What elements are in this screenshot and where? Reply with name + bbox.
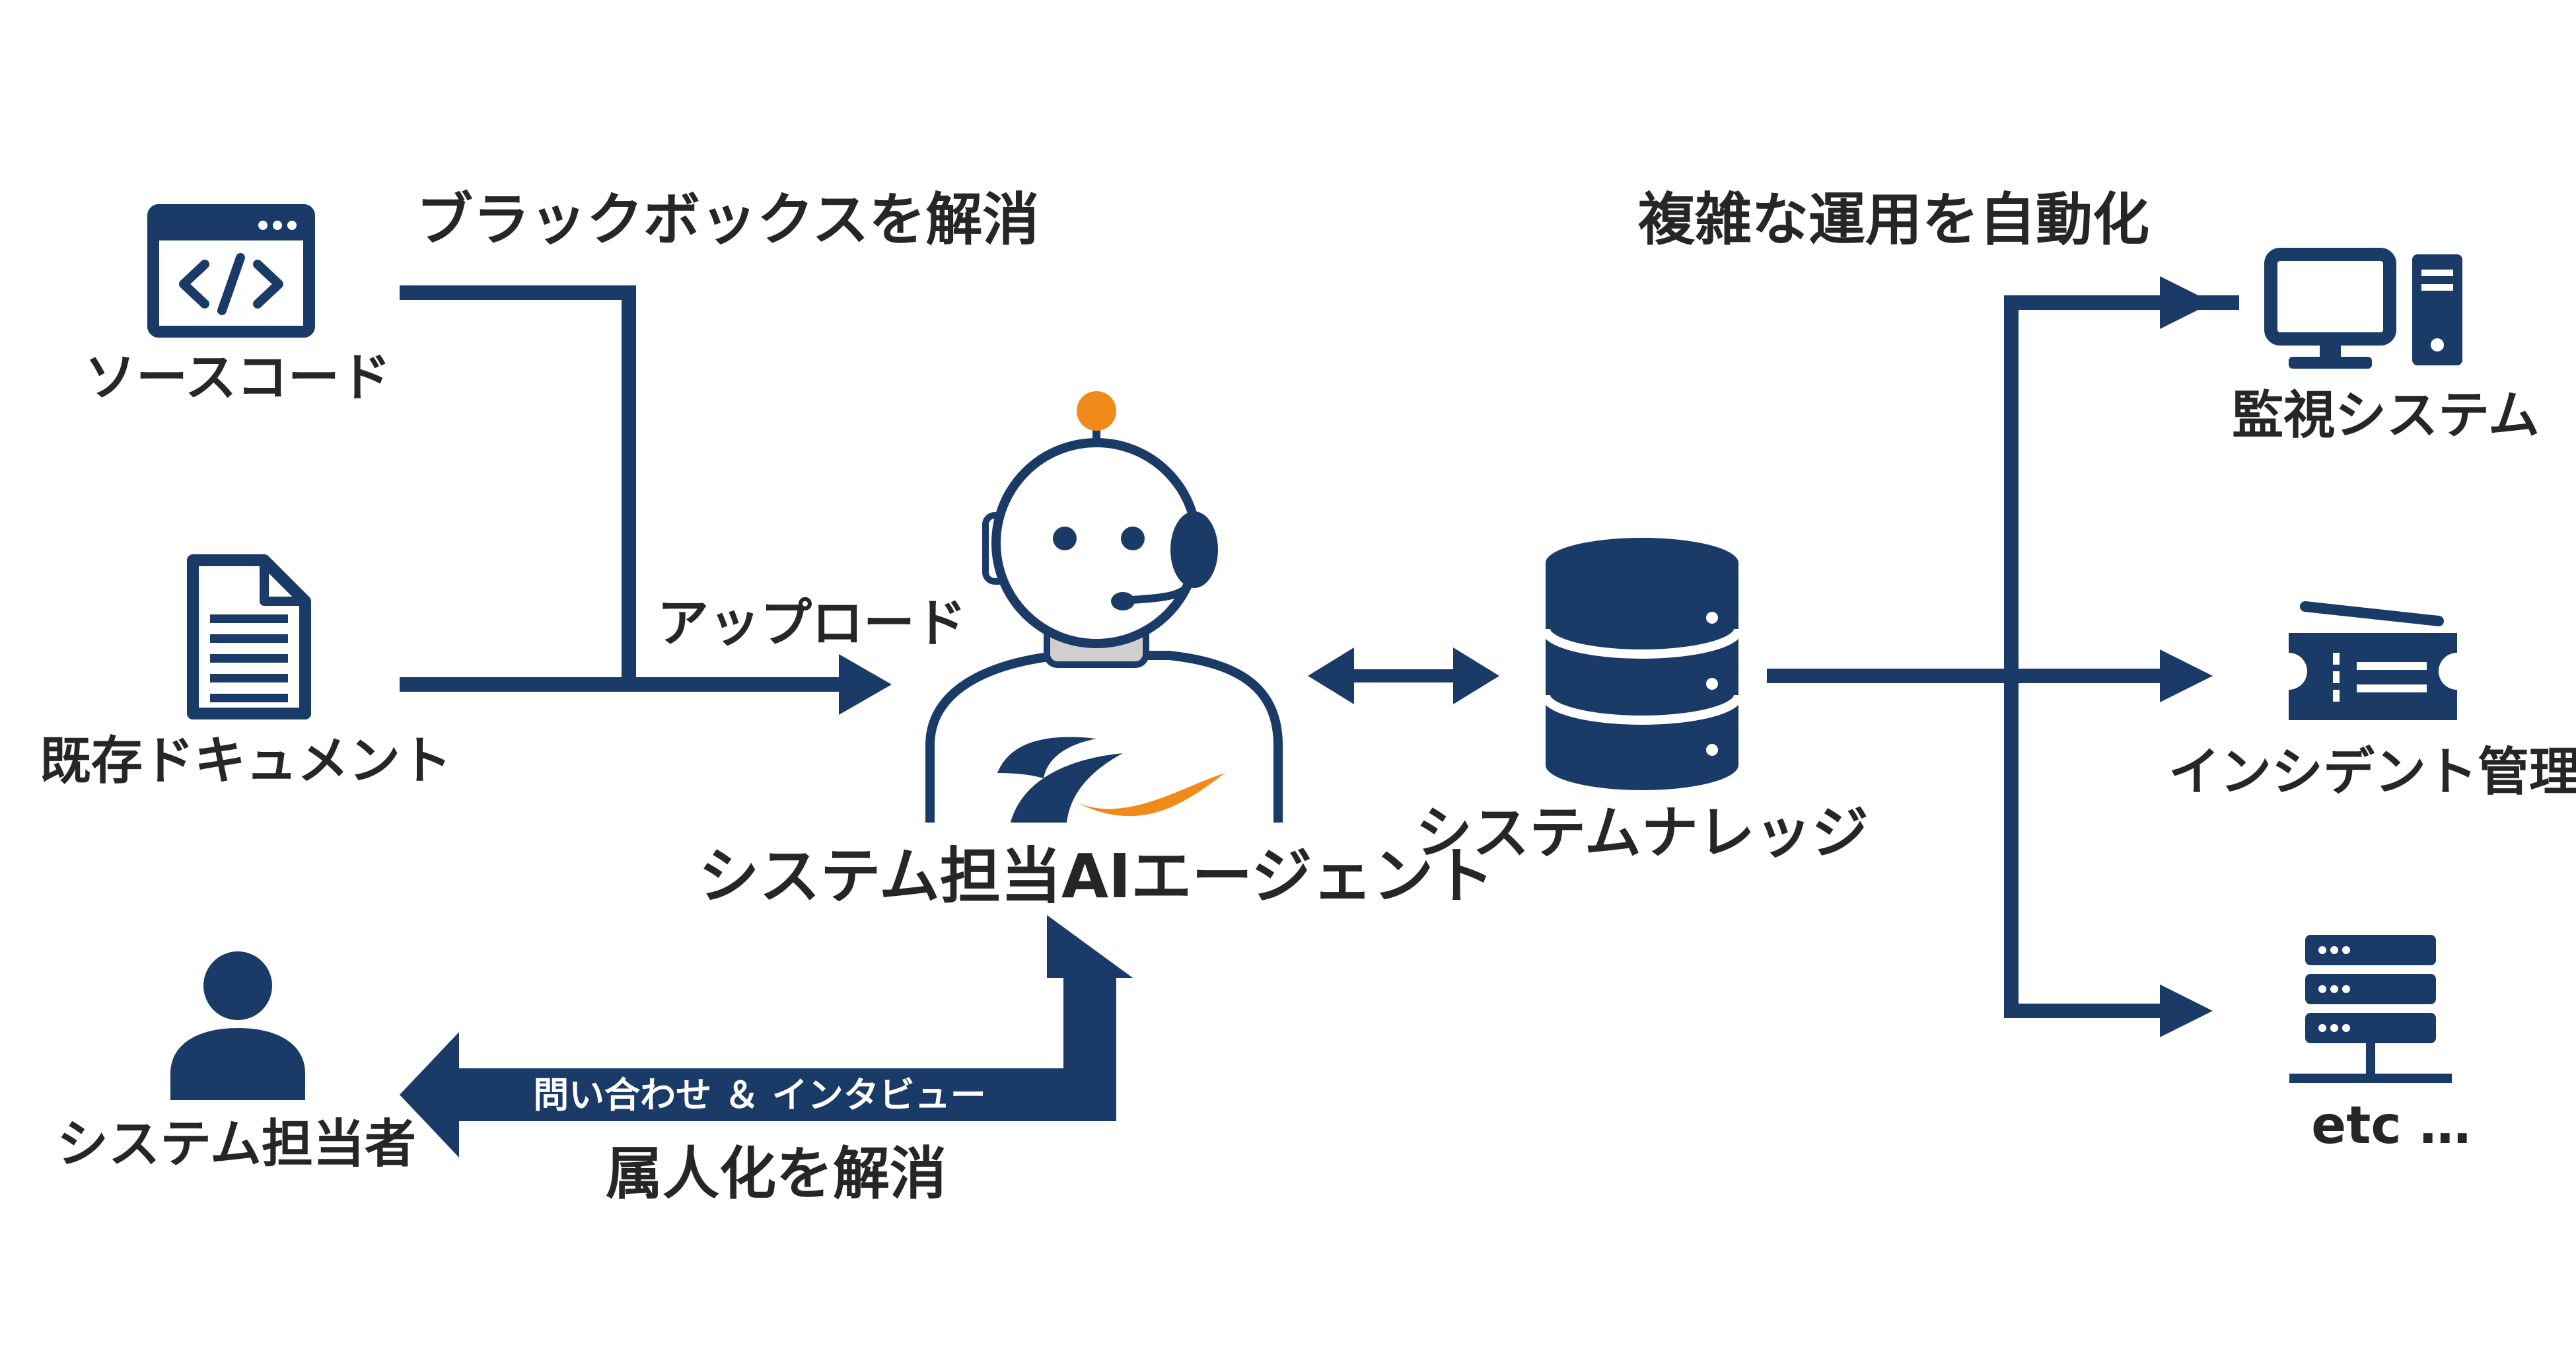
individual-heading: 属人化を解消 — [606, 1141, 947, 1207]
interview-label: 問い合わせ ＆ インタビュー — [533, 1074, 986, 1116]
person-icon — [170, 951, 305, 1100]
upload-connector — [400, 285, 892, 715]
etc-label: etc … — [2311, 1096, 2471, 1156]
bidirectional-arrow — [1308, 647, 1499, 704]
agent-label: システム担当AIエージェント — [699, 841, 1495, 912]
code-window-icon — [147, 204, 315, 338]
monitor-icon — [2264, 248, 2462, 369]
ticket-icon — [2289, 601, 2457, 720]
document-icon — [187, 554, 311, 719]
distribution-connector — [1767, 276, 2239, 1037]
interview-arrow — [400, 915, 1133, 1158]
automate-heading: 複雑な運用を自動化 — [1638, 187, 2149, 253]
upload-label: アップロード — [657, 594, 966, 653]
monitoring-label: 監視システム — [2232, 386, 2540, 445]
black-box-heading: ブラックボックスを解消 — [416, 187, 1039, 253]
incident-label: インシデント管理 — [2168, 743, 2576, 802]
server-icon — [2289, 935, 2452, 1083]
existing-docs-label: 既存ドキュメント — [40, 731, 452, 791]
source-code-label: ソースコード — [85, 348, 391, 408]
database-icon — [1541, 538, 1743, 790]
ai-robot-icon — [925, 391, 1283, 823]
knowledge-label: システムナレッジ — [1415, 800, 1868, 866]
arrow-head-etc — [2160, 984, 2213, 1037]
staff-label: システム担当者 — [57, 1115, 416, 1174]
arrow-head-incident — [2160, 649, 2213, 702]
upload-arrow-head — [839, 654, 892, 715]
arrow-head-monitoring — [2160, 276, 2213, 329]
